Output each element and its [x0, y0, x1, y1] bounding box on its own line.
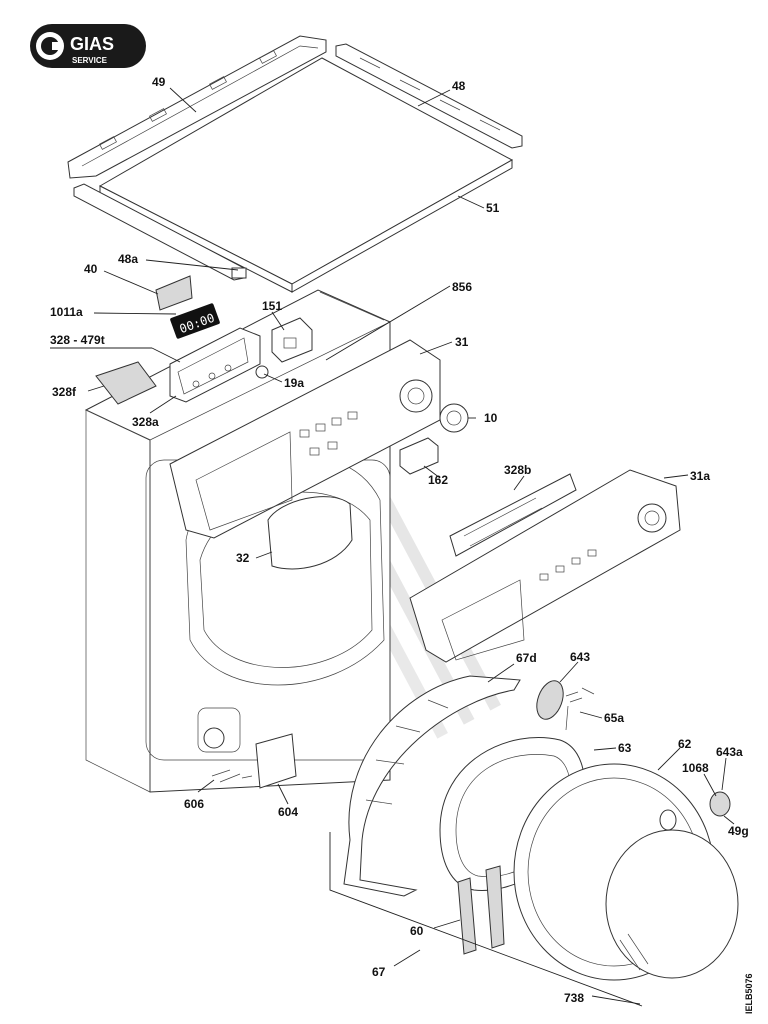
label-part-151: 151 [262, 299, 282, 313]
program-knob [439, 403, 469, 433]
door-lock-cover [155, 275, 193, 311]
switch-assembly [271, 317, 313, 363]
label-part-40: 40 [84, 262, 98, 276]
interference-filter [399, 437, 439, 475]
door-glass [605, 829, 739, 979]
vent-grille [536, 680, 564, 720]
label-part-67d: 67d [516, 651, 537, 665]
filter-cover [255, 733, 297, 789]
label-part-643: 643 [570, 650, 590, 664]
label-part-19a: 19a [284, 376, 304, 390]
label-part-31a: 31a [690, 469, 710, 483]
electronic-board [169, 327, 261, 403]
label-part-328-479t: 328 - 479t [50, 333, 105, 347]
leader-lines [50, 87, 735, 1005]
label-part-643a: 643a [716, 745, 743, 759]
label-part-48a: 48a [118, 252, 138, 266]
knob-spindle [255, 365, 269, 379]
label-part-32: 32 [236, 551, 250, 565]
door-handle-knob [709, 791, 731, 817]
label-part-63: 63 [618, 741, 632, 755]
label-part-48: 48 [452, 79, 466, 93]
label-part-328b: 328b [504, 463, 531, 477]
label-part-31: 31 [455, 335, 469, 349]
label-part-60: 60 [410, 924, 424, 938]
clip-set [565, 687, 595, 731]
label-part-67: 67 [372, 965, 386, 979]
label-part-328f: 328f [52, 385, 77, 399]
panel-frame-edge [319, 291, 385, 321]
top-cover-front-strip [73, 183, 247, 281]
door-exploded-outline [329, 832, 643, 1007]
label-part-1068: 1068 [682, 761, 709, 775]
label-part-10: 10 [484, 411, 498, 425]
top-cover-side-strip [335, 43, 523, 149]
logo-brand: GIAS [70, 34, 114, 54]
door-hinge [457, 865, 505, 955]
top-cover-rear-frame [67, 35, 327, 179]
label-part-1011a: 1011a [50, 305, 83, 319]
label-part-604: 604 [278, 805, 298, 819]
label-part-65a: 65a [604, 711, 624, 725]
drawer-flap [95, 361, 157, 405]
label-part-328a: 328a [132, 415, 159, 429]
filter-hinge [211, 769, 253, 783]
digital-display: 00:00 [170, 303, 220, 339]
label-part-49: 49 [152, 75, 166, 89]
label-part-606: 606 [184, 797, 204, 811]
label-part-49g: 49g [728, 824, 749, 838]
door-outer-frame [343, 675, 521, 897]
top-panel [98, 57, 514, 293]
label-part-162: 162 [428, 473, 448, 487]
control-board-secondary [449, 473, 577, 557]
control-panel-alternate [409, 469, 681, 663]
label-part-738: 738 [564, 991, 584, 1005]
gias-service-logo: GIAS SERVICE [30, 24, 146, 68]
label-part-62: 62 [678, 737, 692, 751]
door-handle-cover [267, 496, 353, 570]
logo-subtitle: SERVICE [72, 56, 108, 65]
label-part-856: 856 [452, 280, 472, 294]
drawing-code: IELB5076 [744, 973, 754, 1014]
label-part-51: 51 [486, 201, 500, 215]
